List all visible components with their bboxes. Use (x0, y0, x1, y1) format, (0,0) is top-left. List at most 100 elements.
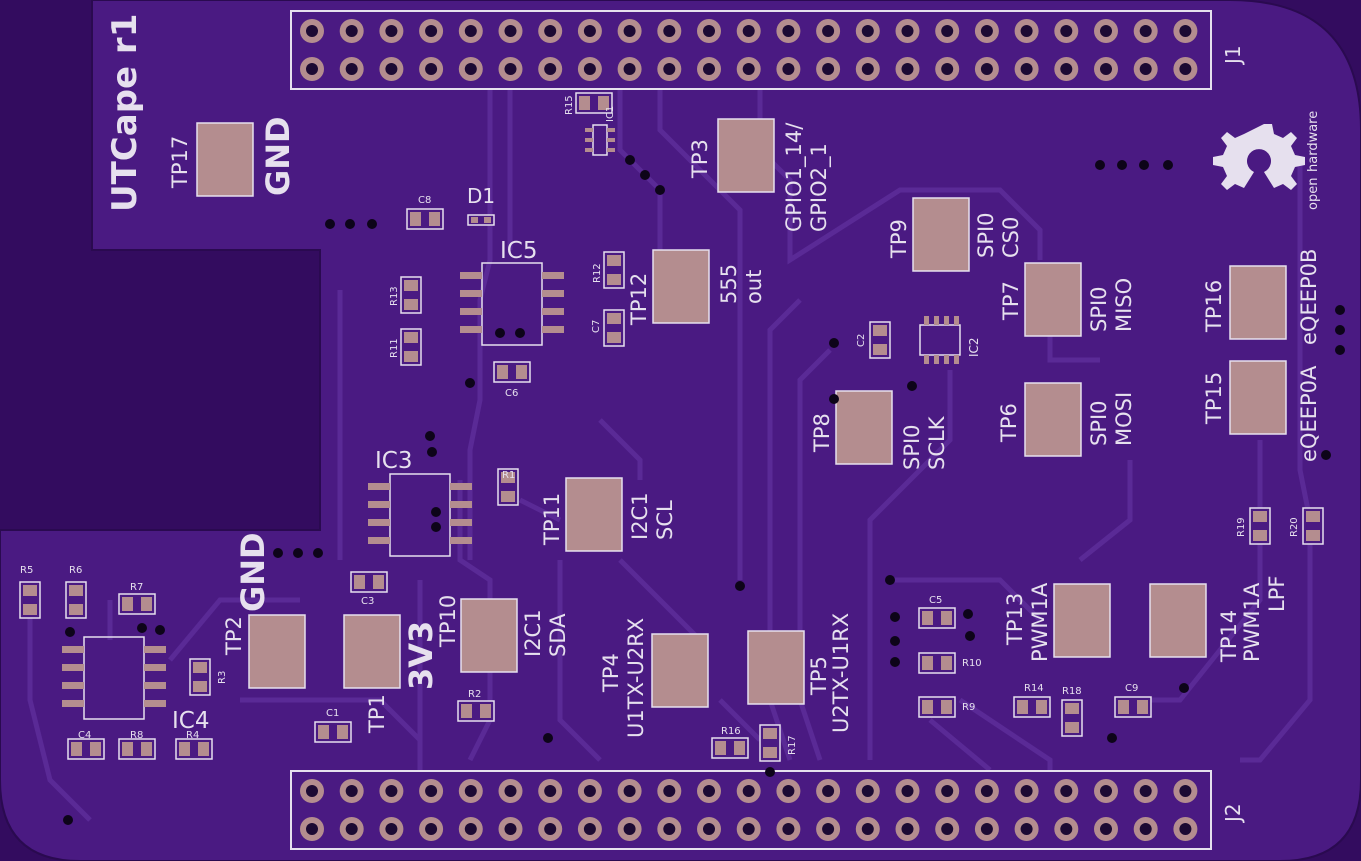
j1-outline (290, 10, 1212, 90)
ic-outlines (83, 124, 961, 720)
r15-part: R15 (564, 92, 613, 115)
tp11-ref: TP11 (540, 493, 564, 546)
j1-pins (300, 19, 1198, 81)
via (63, 815, 73, 825)
via (1117, 160, 1127, 170)
r20-part: R20 (1289, 507, 1324, 545)
tp16-pad (1229, 265, 1287, 340)
tp4-ref: TP4 (599, 653, 623, 693)
tp14-ref: TP14 (1217, 610, 1241, 663)
tp9-ref: TP9 (887, 219, 911, 259)
tp2-ref: TP2 (222, 616, 246, 656)
tp13-label: PWM1A (1028, 582, 1052, 662)
j1-ref: J1 (1221, 45, 1245, 66)
r9-ref: R9 (962, 702, 975, 713)
tp14-label: PWM1A (1240, 582, 1264, 662)
via (427, 447, 437, 457)
via (829, 338, 839, 348)
via (963, 609, 973, 619)
d1 (467, 214, 495, 226)
ic4-outline (83, 636, 145, 720)
via (367, 219, 377, 229)
via (431, 507, 441, 517)
c8-part: C8 (406, 195, 444, 230)
tp15-pad (1229, 360, 1287, 435)
r10-part: R10 (918, 652, 982, 674)
tp17-ref: TP17 (168, 136, 192, 189)
tp6-pad (1024, 382, 1082, 457)
tp10-label2: SDA (546, 613, 570, 657)
logo-text-open: open (1306, 178, 1321, 210)
tp8-ref: TP8 (810, 413, 834, 453)
tp4-pad (651, 633, 709, 708)
r5-ref: R5 (20, 565, 33, 576)
r19-part: R19 (1236, 507, 1271, 545)
j2-ref: J2 (1221, 803, 1245, 824)
r12-part: R12 (592, 251, 625, 289)
c6-part: C6 (493, 361, 531, 399)
ic-pins (62, 128, 959, 707)
tp11-label2: SCL (653, 500, 677, 540)
r7-ref: R7 (130, 582, 143, 593)
tp13-ref: TP13 (1003, 593, 1027, 646)
via (65, 627, 75, 637)
r17-ref: R17 (787, 735, 798, 755)
c9-ref: C9 (1125, 683, 1138, 694)
vias (63, 155, 1345, 825)
r5-part: R5 (19, 565, 41, 619)
tp1-label: 3V3 (402, 621, 440, 690)
via (495, 328, 505, 338)
ic3-ref: IC3 (375, 448, 412, 474)
via (137, 623, 147, 633)
tp6-label: SPI0 (1087, 400, 1111, 446)
via (1335, 305, 1345, 315)
via (515, 328, 525, 338)
tp3-pad (717, 118, 775, 193)
via (640, 170, 650, 180)
via (1179, 683, 1189, 693)
c4-part: C4 (67, 730, 105, 760)
r18-ref: R18 (1062, 686, 1082, 697)
tp11-pad (565, 477, 623, 552)
tp1-pad (343, 614, 401, 689)
tp17-label: GND (259, 116, 297, 196)
via (1163, 160, 1173, 170)
via (1107, 733, 1117, 743)
via (765, 767, 775, 777)
c8-ref: C8 (418, 195, 431, 206)
via (273, 548, 283, 558)
r4-part: R4 (175, 730, 213, 760)
tp8-label2: SCLK (925, 415, 949, 470)
via (155, 625, 165, 635)
c5-part: C5 (918, 595, 956, 629)
c7-part: C7 (591, 309, 625, 347)
r15-ref: R15 (564, 95, 575, 115)
tp5-pad (747, 630, 805, 705)
j2-outline (290, 770, 1212, 850)
tp7-ref: TP7 (999, 281, 1023, 321)
r9-part: R9 (918, 696, 975, 718)
tp15-label: eQEEP0A (1297, 365, 1321, 462)
c2-ref: C2 (856, 334, 867, 347)
ic5-ref: IC5 (500, 238, 537, 264)
r8-part: R8 (118, 730, 156, 760)
tp5-label: U2TX-U1RX (829, 613, 853, 733)
ic4-ref: IC4 (172, 708, 209, 734)
via (655, 185, 665, 195)
ic5-outline (481, 262, 543, 346)
r20-ref: R20 (1289, 517, 1300, 537)
tp2-pad (248, 614, 306, 689)
r19-ref: R19 (1236, 517, 1247, 537)
ic3-outline (389, 473, 451, 557)
traces (27, 90, 1313, 822)
tp16-ref: TP16 (1202, 280, 1226, 333)
silkscreen-text: UTCape r1 TP17 GND TP3 GPIO1_14/ GPIO2_1… (105, 14, 1321, 824)
tp3-label2: GPIO2_1 (807, 143, 832, 232)
r2-part: R2 (457, 689, 495, 722)
board-title: UTCape r1 (105, 14, 145, 212)
r11-ref: R11 (389, 338, 400, 358)
via (1335, 325, 1345, 335)
tp9-pad (912, 197, 970, 272)
c1-part: C1 (314, 708, 352, 743)
